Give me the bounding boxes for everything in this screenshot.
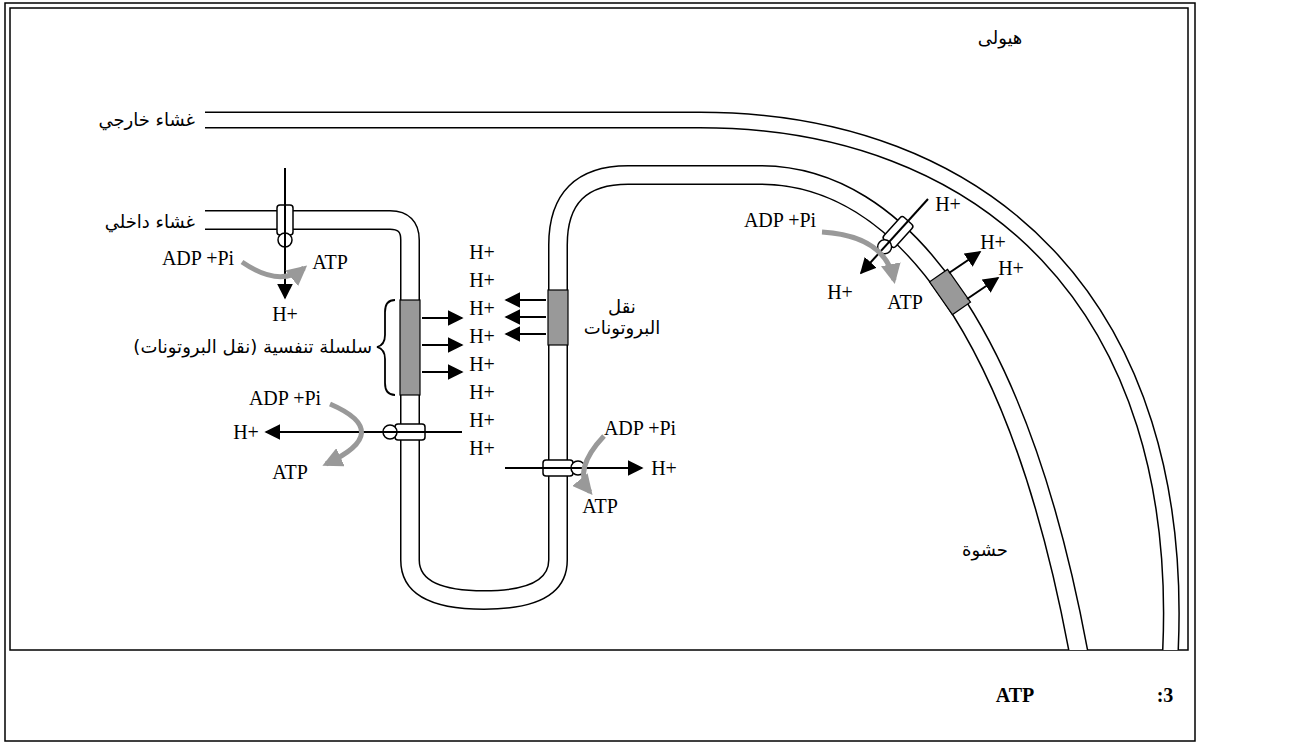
reactant-label: ADP +Pi (604, 417, 676, 440)
inner-membrane (205, 175, 1080, 650)
brace (377, 300, 395, 395)
proton-label: H+ (469, 381, 495, 404)
chain-label: سلسلة تنفسية (نقل البروتونات) (133, 337, 372, 358)
proton-label: H+ (980, 231, 1006, 254)
reactant-label: ADP +Pi (162, 247, 234, 270)
region-label: حشوة (962, 540, 1008, 561)
proton-label: H+ (233, 421, 259, 444)
proton-label: H+ (469, 269, 495, 292)
respiratory-chain (930, 269, 971, 314)
proton-arrows (266, 168, 998, 468)
chain-label: نقل البروتونات (584, 297, 660, 338)
inner-membrane-fill (204, 175, 1080, 650)
caption-text: ATP (996, 684, 1035, 707)
outer-frame (5, 3, 1195, 741)
proton-label: H+ (469, 409, 495, 432)
outer-membrane-fill (204, 120, 1171, 650)
proton-label: H+ (651, 457, 677, 480)
proton-label: H+ (469, 297, 495, 320)
proton-label: H+ (469, 241, 495, 264)
proton-label: H+ (935, 193, 961, 216)
reactant-label: ADP +Pi (249, 387, 321, 410)
reactant-label: ADP +Pi (744, 209, 816, 232)
inner-frame (10, 8, 1188, 650)
phosphorylation-arrows (242, 232, 894, 492)
proton-label: H+ (469, 325, 495, 348)
figure-number: :3 (1157, 684, 1174, 707)
respiratory-chain (400, 300, 420, 395)
outer-membrane (205, 120, 1171, 650)
proton-label: H+ (998, 257, 1024, 280)
proton-label: H+ (827, 281, 853, 304)
proton-label: H+ (272, 303, 298, 326)
region-label: هيولى (978, 28, 1023, 49)
proton-label: H+ (469, 353, 495, 376)
membrane-label: غشاء خارجي (98, 110, 195, 131)
membrane-label: غشاء داخلي (105, 212, 195, 233)
product-label: ATP (272, 461, 308, 484)
proton-label: H+ (469, 437, 495, 460)
product-label: ATP (887, 291, 923, 314)
respiratory-chain (548, 290, 568, 345)
product-label: ATP (582, 495, 618, 518)
product-label: ATP (312, 251, 348, 274)
